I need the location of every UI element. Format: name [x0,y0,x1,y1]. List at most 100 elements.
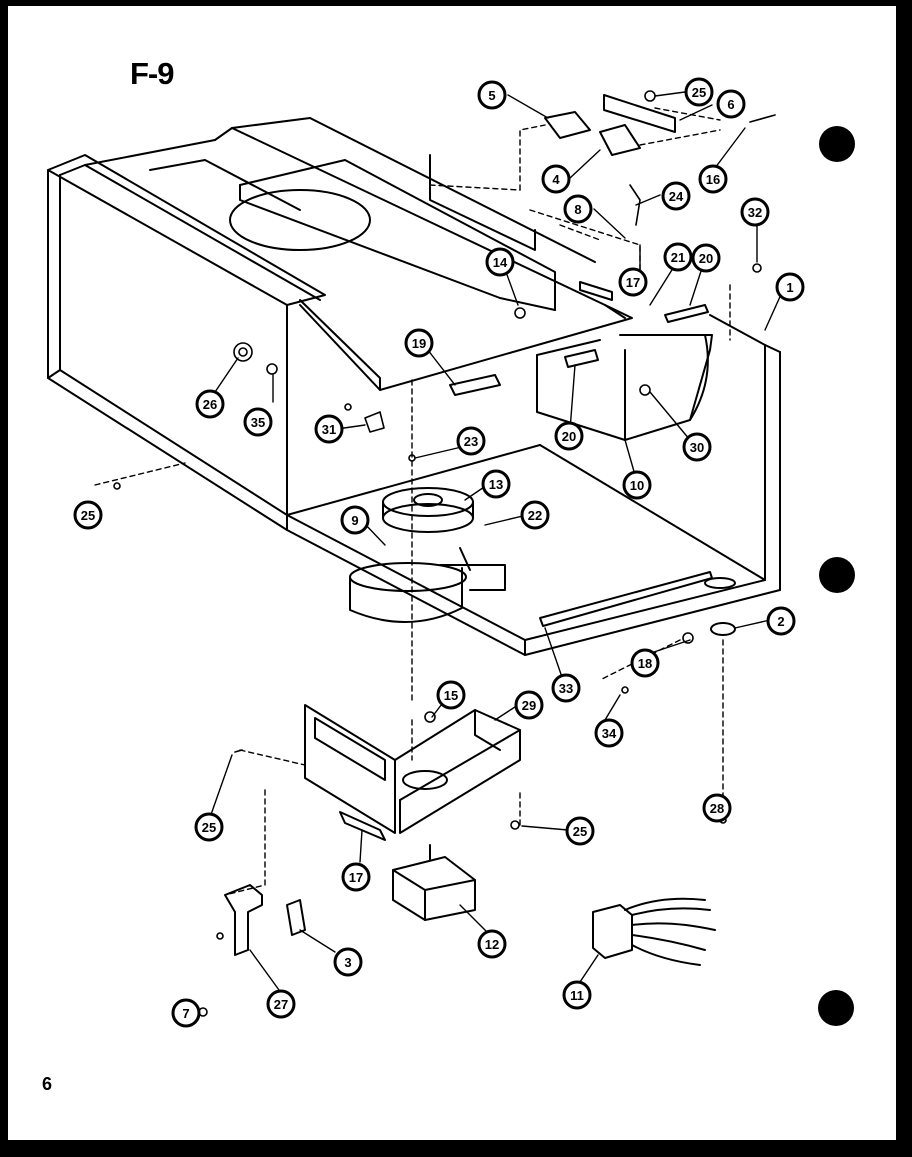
callout-circle [171,998,201,1028]
callout-circle [691,243,721,273]
wire-harness-connector [592,897,716,966]
callout-circle [630,648,660,678]
callout-number: 12 [485,937,499,952]
binder-hole-middle [819,557,855,593]
callout-c32: 32 [740,197,770,227]
callout-circle [340,505,370,535]
callout-circle [341,862,371,892]
callout-circle [594,718,624,748]
callout-c9: 9 [340,505,370,535]
callout-circle [661,181,691,211]
callout-c18: 18 [630,648,660,678]
callout-circle [740,197,770,227]
binder-hole-bottom [818,990,854,1026]
fan-motor [392,844,476,921]
callout-c15: 15 [436,680,466,710]
callout-c19: 19 [404,328,434,358]
callout-circle [551,673,581,703]
callout-c25a: 25 [684,77,714,107]
callout-number: 14 [493,255,508,270]
door-switch [286,899,306,936]
callout-circle [404,328,434,358]
callout-circle [194,812,224,842]
callout-c16: 16 [698,164,728,194]
callout-c20a: 20 [691,243,721,273]
callout-number: 30 [690,440,704,455]
fan-blade [382,487,474,533]
callout-c5: 5 [477,80,507,110]
callout-number: 25 [81,508,95,523]
lamp-socket-assembly [544,94,676,156]
callout-c17b: 17 [341,862,371,892]
terminal-strip-upper [579,281,613,301]
callout-circle [243,407,273,437]
callout-c25d: 25 [565,816,595,846]
callout-c6: 6 [716,89,746,119]
callout-c21: 21 [663,242,693,272]
switch-bracket [224,884,263,956]
callout-c7: 7 [171,998,201,1028]
callout-number: 34 [602,726,617,741]
callout-circle [716,89,746,119]
callout-circle [663,242,693,272]
callout-c12: 12 [477,929,507,959]
callout-number: 28 [710,801,724,816]
callout-number: 26 [203,397,217,412]
callout-number: 25 [202,820,216,835]
callout-c23: 23 [456,426,486,456]
callout-c25b: 25 [73,500,103,530]
callout-number: 9 [351,513,358,528]
callout-c29: 29 [514,690,544,720]
callout-c31: 31 [314,414,344,444]
callout-number: 22 [528,508,542,523]
mounting-strip [339,811,386,841]
callout-number: 10 [630,478,644,493]
callout-number: 8 [574,202,581,217]
callout-circle [775,272,805,302]
waveguide-top-assembly [84,117,633,391]
callout-circle [698,164,728,194]
callout-circle [195,389,225,419]
callout-c24: 24 [661,181,691,211]
binder-hole-top [819,126,855,162]
callout-circle [456,426,486,456]
callout-number: 5 [488,88,495,103]
callout-circle [314,414,344,444]
callout-number: 25 [573,824,587,839]
callout-c13: 13 [481,469,511,499]
callout-number: 18 [638,656,652,671]
fuse-holder [449,374,501,396]
callout-circle [684,77,714,107]
callout-number: 20 [699,251,713,266]
callout-circle [333,947,363,977]
callout-number: 33 [559,681,573,696]
callout-number: 15 [444,688,458,703]
callout-c14: 14 [485,247,515,277]
callout-layer: 1234567891011121314151617171819202021222… [73,77,805,1028]
callout-c27: 27 [266,989,296,1019]
callout-number: 11 [570,988,584,1003]
floor-rail [539,571,736,627]
thermal-cutout-lower [564,349,599,368]
callout-number: 19 [412,336,426,351]
callout-circle [565,816,595,846]
callout-number: 17 [626,275,640,290]
callout-circle [477,80,507,110]
callout-number: 3 [344,955,351,970]
callout-circle [520,500,550,530]
callout-c10: 10 [622,470,652,500]
callout-c22: 22 [520,500,550,530]
callout-number: 17 [349,870,363,885]
callout-circle [266,989,296,1019]
callout-c25c: 25 [194,812,224,842]
motor-mount-bracket [304,704,521,834]
callout-circle [485,247,515,277]
callout-c33: 33 [551,673,581,703]
callout-circle [622,470,652,500]
callout-number: 24 [669,189,684,204]
callout-c1: 1 [775,272,805,302]
callout-number: 29 [522,698,536,713]
callout-number: 16 [706,172,720,187]
callout-c3: 3 [333,947,363,977]
callout-c26: 26 [195,389,225,419]
